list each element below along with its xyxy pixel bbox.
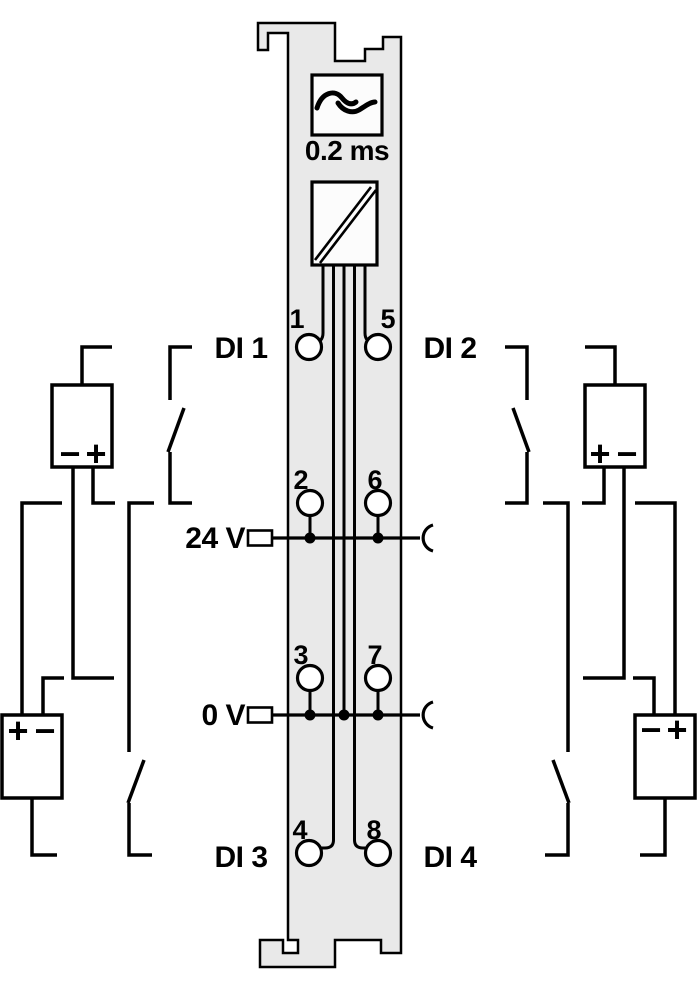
wire xyxy=(635,501,677,715)
wire xyxy=(543,501,570,752)
battery-right-top: + − xyxy=(583,383,647,474)
rail-24v: 24 V xyxy=(185,522,434,555)
terminal-3-circle xyxy=(295,663,325,693)
battery-box xyxy=(0,713,64,800)
sine-wave-filter-icon xyxy=(314,90,378,115)
battery-right-bottom: − + xyxy=(633,709,697,800)
wire xyxy=(30,798,57,857)
wire xyxy=(41,676,64,715)
battery-polarity-minus: − xyxy=(616,433,637,474)
battery-box xyxy=(50,383,114,469)
junction-dot xyxy=(338,709,350,721)
switch-blade-di1 xyxy=(166,407,186,453)
wire xyxy=(71,467,114,680)
terminal-7-number: 7 xyxy=(367,640,382,670)
terminal-3-number: 3 xyxy=(293,640,308,670)
terminal-5-number: 5 xyxy=(380,304,395,334)
rail-24v-socket-arc-icon xyxy=(421,523,434,553)
terminal-6-circle xyxy=(363,488,393,518)
wire xyxy=(582,467,606,505)
wire xyxy=(80,345,112,385)
terminal-7-circle xyxy=(363,663,393,693)
channel-label-di2: DI 2 xyxy=(423,332,476,365)
terminal-4-circle xyxy=(294,838,324,868)
battery-polarity-minus: − xyxy=(640,709,661,750)
junction-dots xyxy=(304,532,384,721)
battery-polarity-plus: + xyxy=(7,710,28,751)
wire xyxy=(545,803,570,857)
wire xyxy=(168,452,192,505)
switch-blade-di4 xyxy=(551,759,571,804)
switch-blade-di2 xyxy=(511,407,531,453)
terminal-numbers: 1 5 2 6 3 7 4 8 xyxy=(289,304,395,845)
wire xyxy=(505,345,529,400)
switch-blade-di3 xyxy=(126,759,146,804)
channel-label-di4: DI 4 xyxy=(423,841,477,874)
battery-polarity-plus: + xyxy=(589,433,610,474)
terminal-5-circle xyxy=(363,332,393,362)
wire xyxy=(640,798,667,857)
rail-0v-socket-arc-icon xyxy=(421,700,434,730)
filter-symbol: 0.2 ms xyxy=(305,73,390,166)
terminal-contacts xyxy=(294,332,393,868)
wire xyxy=(505,452,529,505)
channel-labels: DI 1 DI 2 DI 3 DI 4 xyxy=(214,332,477,874)
rail-0v-connector-box-icon xyxy=(246,706,274,724)
battery-polarity-plus: + xyxy=(666,709,687,750)
terminal-8-circle xyxy=(363,838,393,868)
isolation-block xyxy=(310,180,379,267)
wire xyxy=(633,676,656,715)
battery-box xyxy=(583,383,647,469)
wire xyxy=(583,467,626,680)
terminal-2-number: 2 xyxy=(293,465,308,495)
terminal-1-number: 1 xyxy=(289,304,304,334)
rail-0v: 0 V xyxy=(201,699,434,732)
wire xyxy=(168,345,192,400)
terminal-2-circle xyxy=(295,488,325,518)
rail-24v-connector-box-icon xyxy=(246,529,274,547)
rail-24v-label: 24 V xyxy=(185,522,245,555)
battery-left-top: − + xyxy=(50,383,114,474)
junction-dot xyxy=(304,709,316,721)
junction-dot xyxy=(372,709,384,721)
wire-pin-to-terminal-8 xyxy=(353,265,374,850)
external-circuit-left xyxy=(20,345,192,857)
wire xyxy=(585,345,617,385)
terminal-1-circle xyxy=(294,332,324,362)
external-circuit-right xyxy=(505,345,677,857)
wire xyxy=(127,501,154,752)
battery-polarity-plus: + xyxy=(85,433,106,474)
battery-left-bottom: + − xyxy=(0,710,64,800)
terminal-8-number: 8 xyxy=(366,815,381,845)
junction-dot xyxy=(372,532,384,544)
wire xyxy=(20,501,62,715)
terminal-4-number: 4 xyxy=(292,815,307,845)
channel-label-di1: DI 1 xyxy=(214,332,267,365)
battery-polarity-minus: − xyxy=(59,433,80,474)
wire xyxy=(127,803,152,857)
rail-0v-label: 0 V xyxy=(201,699,245,732)
wire xyxy=(91,467,115,505)
battery-polarity-minus: − xyxy=(34,710,55,751)
battery-box xyxy=(633,713,697,800)
filter-time-label: 0.2 ms xyxy=(305,135,389,166)
channel-label-di3: DI 3 xyxy=(214,841,267,874)
wire-pin-to-terminal-4 xyxy=(314,265,335,850)
junction-dot xyxy=(304,532,316,544)
galvanic-isolation-icon xyxy=(313,186,378,264)
terminal-6-number: 6 xyxy=(367,465,382,495)
